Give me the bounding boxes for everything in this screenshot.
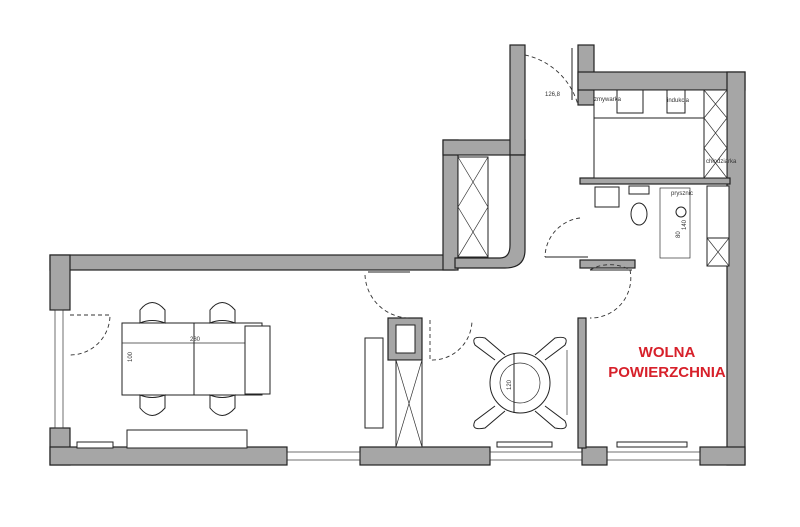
round-table-label: 120 [507, 379, 513, 390]
walls [49, 44, 746, 466]
fridge-label: chłodziarka [706, 159, 737, 165]
dishwasher-label: zmywarka [594, 97, 622, 103]
induction-label: indukcja [667, 98, 690, 104]
windows [54, 309, 701, 461]
table-length-label: 280 [190, 337, 201, 343]
shower-width-label: 80 [676, 231, 682, 238]
free-space-line1: WOLNA [639, 344, 696, 361]
table-width-label: 100 [128, 351, 134, 362]
door-width-label: 126,8 [545, 92, 561, 98]
free-space-line2: POWIERZCHNIA [608, 364, 726, 381]
shower-length-label: 140 [682, 219, 688, 230]
bathroom [594, 185, 691, 259]
round-table [473, 336, 688, 448]
kitchen [593, 89, 730, 267]
dining-table [76, 302, 384, 449]
wardrobe [395, 156, 489, 448]
shower-label: prysznic [671, 191, 693, 197]
